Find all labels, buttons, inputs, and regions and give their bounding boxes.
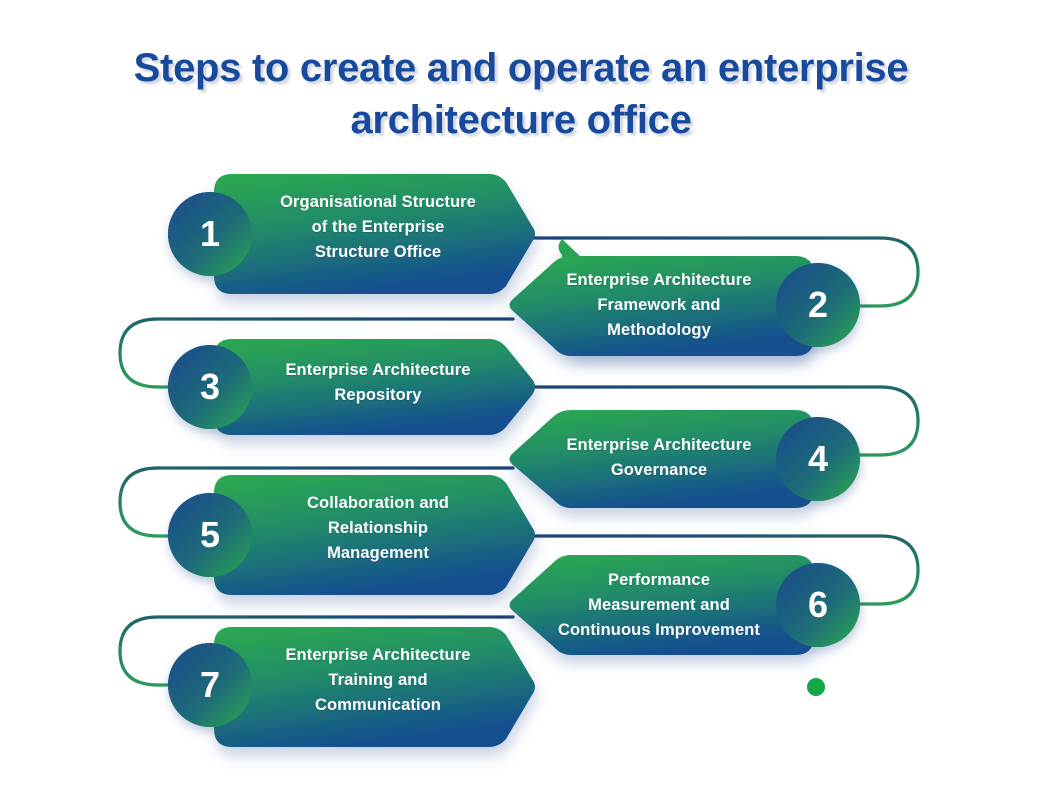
connector-2-to-3 [118, 317, 515, 389]
step-3[interactable] [168, 339, 535, 435]
step-6-arrow-shape [509, 555, 814, 655]
step-4-arrow-shape [509, 410, 814, 508]
page-title-line-1: Steps to create and operate an enterpris… [133, 46, 909, 90]
step-7[interactable] [168, 627, 535, 747]
step-2-arrow-body [509, 256, 814, 356]
step-5-arrow-shape [214, 475, 535, 595]
step-7-arrow-shape [214, 627, 535, 747]
connector-4-to-5 [118, 466, 515, 538]
step-2-number-circle [776, 263, 860, 347]
connector-6-to-7 [118, 615, 515, 687]
connector-1-to-2 [518, 236, 920, 308]
step-2[interactable] [509, 239, 861, 356]
step-3-arrow-shape [214, 339, 535, 435]
step-4-number-circle [776, 417, 860, 501]
connector-3-to-4 [518, 385, 920, 457]
step-1[interactable] [168, 174, 535, 294]
connector-group [118, 236, 920, 689]
step-6-number-circle [776, 563, 860, 647]
step-6[interactable] [509, 555, 861, 655]
step-5-number-circle [168, 493, 252, 577]
connector-5-to-6 [518, 534, 920, 606]
flow-end-dot [807, 678, 825, 696]
step-7-number-circle [168, 643, 252, 727]
step-5[interactable] [168, 475, 535, 595]
step-4[interactable] [509, 410, 861, 508]
page-title-line-2: architecture office [350, 98, 692, 142]
page-title: Steps to create and operate an enterpris… [0, 42, 1042, 146]
step-1-arrow-shape [214, 174, 535, 294]
step-1-number-circle [168, 192, 252, 276]
step-3-number-circle [168, 345, 252, 429]
